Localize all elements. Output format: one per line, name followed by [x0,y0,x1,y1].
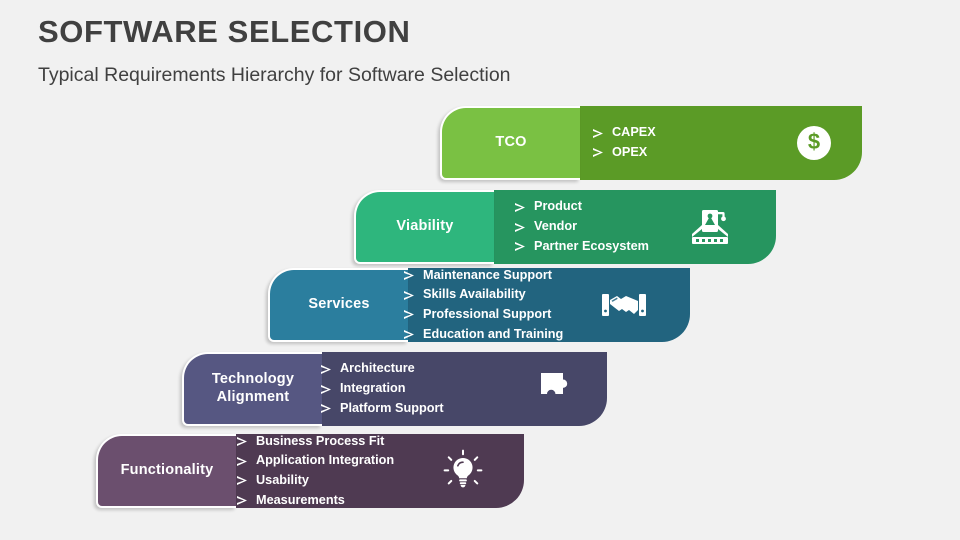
arrow-bullet-icon [236,495,256,506]
band-tco-icon-slot: $ [790,106,838,180]
list-item: Business Process Fit [236,432,394,452]
arrow-bullet-icon [236,436,256,447]
band-services[interactable]: Services Maintenance Support Skills Avai… [268,268,690,342]
arrow-bullet-icon [514,202,534,213]
band-services-item-list: Maintenance Support Skills Availability … [403,268,563,342]
band-technology-label-panel[interactable]: Technology Alignment [182,352,322,426]
band-tco-label-panel[interactable]: TCO [440,106,580,180]
band-functionality[interactable]: Functionality Business Process Fit Appli… [96,434,524,508]
list-item: Maintenance Support [403,266,563,286]
band-services-icon-slot [598,268,650,342]
arrow-bullet-icon [403,270,423,281]
band-viability-label: Viability [396,218,454,235]
list-item: Product [514,197,649,217]
arrow-bullet-icon [403,309,423,320]
list-item-label: Platform Support [340,400,444,415]
list-item: Integration [320,379,444,399]
band-tco-label: TCO [495,134,527,151]
list-item-label: Usability [256,473,309,487]
arrow-bullet-icon [236,475,256,486]
band-functionality-icon-slot [436,434,490,508]
arrow-bullet-icon [403,329,423,340]
arrow-bullet-icon [592,147,612,158]
list-item-label: Architecture [340,361,415,376]
band-viability-detail-panel [484,190,776,264]
list-item: Platform Support [320,399,444,419]
list-item-label: Product [534,199,582,214]
list-item-label: Partner Ecosystem [534,238,649,253]
band-tco-item-list: CAPEX OPEX [592,106,656,180]
dollar-circle-icon: $ [797,126,831,160]
band-viability-icon-slot [684,190,736,264]
band-technology-item-list: Architecture Integration Platform Suppor… [320,352,444,426]
band-services-label: Services [308,296,370,313]
puzzle-piece-icon [541,373,568,394]
factory-icon [692,210,728,244]
list-item: Usability [236,471,394,491]
list-item: Education and Training [403,325,563,345]
list-item-label: Application Integration [256,453,395,468]
arrow-bullet-icon [592,128,612,139]
list-item: Application Integration [236,451,394,471]
arrow-bullet-icon [320,364,340,375]
list-item: Professional Support [403,305,563,325]
list-item-label: Professional Support [423,307,552,321]
band-technology-label-line1: Technology [211,371,295,388]
band-tco[interactable]: TCO CAPEX OPEX $ [440,106,862,180]
list-item: Vendor [514,217,649,237]
list-item: Skills Availability [403,285,563,305]
band-technology-alignment[interactable]: Technology Alignment Architecture Integr… [182,352,607,426]
lightbulb-icon [443,449,483,488]
list-item: Measurements [236,491,394,511]
list-item: CAPEX [592,123,656,143]
band-technology-label: Technology Alignment [206,371,300,406]
list-item-label: Business Process Fit [256,433,385,448]
band-functionality-label: Functionality [120,462,214,479]
arrow-bullet-icon [236,456,256,467]
page-title: SOFTWARE SELECTION [38,14,411,49]
list-item-label: Vendor [534,219,578,234]
header: SOFTWARE SELECTION Typical Requirements … [38,14,918,87]
list-item: Partner Ecosystem [514,237,649,257]
band-technology-label-line2: Alignment [216,389,290,405]
page-subtitle: Typical Requirements Hierarchy for Softw… [38,63,511,86]
band-functionality-detail-panel [226,434,524,508]
arrow-bullet-icon [403,290,423,301]
dollar-symbol: $ [807,129,821,154]
list-item-label: Skills Availability [423,287,526,302]
list-item-label: Education and Training [423,326,564,341]
list-item: Architecture [320,359,444,379]
arrow-bullet-icon [320,403,340,414]
list-item-label: OPEX [612,145,648,159]
list-item: OPEX [592,143,656,163]
band-viability[interactable]: Viability Product Vendor Partner Ecosyst… [354,190,776,264]
band-services-label-panel[interactable]: Services [268,268,408,342]
band-viability-item-list: Product Vendor Partner Ecosystem [514,190,649,264]
arrow-bullet-icon [514,222,534,233]
band-viability-label-panel[interactable]: Viability [354,190,494,264]
list-item-label: Integration [340,381,406,396]
arrow-bullet-icon [320,384,340,395]
handshake-icon [602,294,646,316]
band-technology-icon-slot [532,352,582,426]
list-item-label: CAPEX [612,125,656,140]
arrow-bullet-icon [514,241,534,252]
list-item-label: Measurements [256,492,345,507]
list-item-label: Maintenance Support [423,267,552,282]
band-functionality-item-list: Business Process Fit Application Integra… [236,434,394,508]
band-functionality-label-panel[interactable]: Functionality [96,434,236,508]
